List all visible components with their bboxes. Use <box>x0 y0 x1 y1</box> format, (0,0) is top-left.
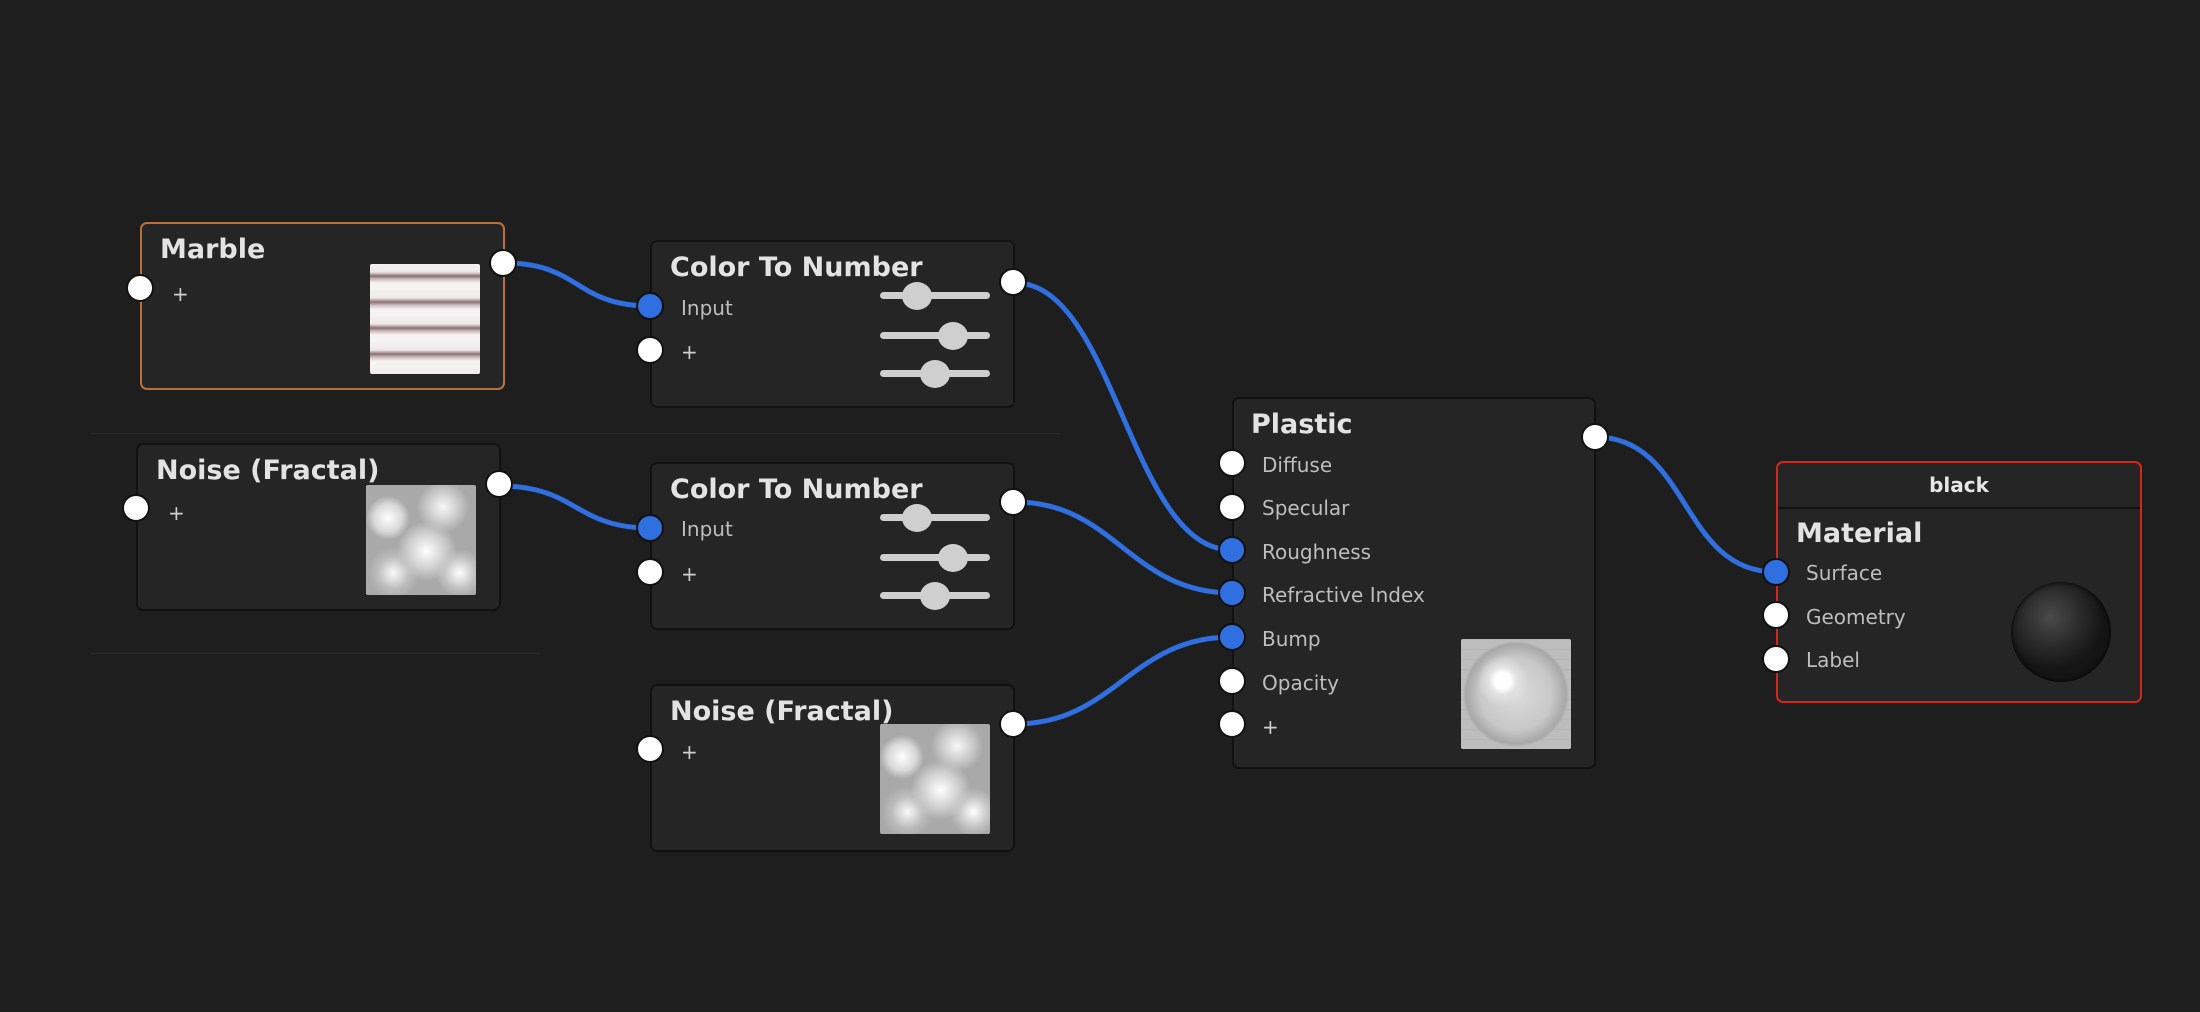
node-title: Plastic <box>1251 409 1353 440</box>
noise-1-add-input-port[interactable] <box>122 494 150 522</box>
plastic-opacity-port[interactable] <box>1218 667 1246 695</box>
wire-color-to-number-2-to-refractive-index[interactable] <box>1014 499 1233 596</box>
plastic-diffuse-port[interactable] <box>1218 449 1246 477</box>
slider-knob[interactable] <box>902 282 932 310</box>
noise-1-output-port[interactable] <box>485 470 513 498</box>
material-name-header: black <box>1778 463 2140 509</box>
input-port-label: Input <box>681 517 733 541</box>
color-to-number-1-output-port[interactable] <box>999 268 1027 296</box>
marble-texture-thumbnail <box>370 264 480 374</box>
material-label-port[interactable] <box>1762 645 1790 673</box>
noise-texture-thumbnail <box>366 485 476 595</box>
marble-output-port[interactable] <box>489 249 517 277</box>
node-noise-fractal-1[interactable]: Noise (Fractal) + <box>136 443 501 611</box>
node-title: Marble <box>160 234 266 265</box>
noise-2-add-input-port[interactable] <box>636 735 664 763</box>
noise-2-output-port[interactable] <box>999 710 1027 738</box>
canvas-divider <box>90 433 1060 434</box>
node-color-to-number-1[interactable]: Color To Number Input + <box>650 240 1015 408</box>
add-input-label: + <box>681 740 698 764</box>
add-input-label: + <box>681 340 698 364</box>
input-port-label: Bump <box>1262 627 1321 651</box>
input-port-label: Geometry <box>1806 605 1906 629</box>
node-plastic[interactable]: Plastic Diffuse Specular Roughness Refra… <box>1232 397 1596 769</box>
input-port-label: Surface <box>1806 561 1883 585</box>
channel-slider-2[interactable] <box>880 540 990 576</box>
add-input-label: + <box>1262 715 1279 739</box>
plastic-output-port[interactable] <box>1581 423 1609 451</box>
slider-knob[interactable] <box>920 360 950 388</box>
plastic-bump-port[interactable] <box>1218 623 1246 651</box>
wire-color-to-number-1-to-roughness[interactable] <box>1014 280 1233 553</box>
channel-slider-2[interactable] <box>880 318 990 354</box>
add-input-label: + <box>172 282 189 306</box>
material-geometry-port[interactable] <box>1762 601 1790 629</box>
plastic-specular-port[interactable] <box>1218 493 1246 521</box>
input-port-label: Input <box>681 296 733 320</box>
noise-texture-thumbnail <box>880 724 990 834</box>
color-to-number-1-input-port[interactable] <box>636 292 664 320</box>
add-input-label: + <box>168 501 185 525</box>
slider-knob[interactable] <box>920 582 950 610</box>
node-title: Noise (Fractal) <box>156 455 380 486</box>
input-port-label: Diffuse <box>1262 453 1333 477</box>
channel-slider-1[interactable] <box>880 500 990 536</box>
plastic-sphere-thumbnail <box>1461 639 1571 749</box>
material-surface-port[interactable] <box>1762 558 1790 586</box>
node-title: Color To Number <box>670 474 923 505</box>
channel-slider-3[interactable] <box>880 578 990 614</box>
wire-noise-2-to-bump[interactable] <box>1014 634 1233 727</box>
node-noise-fractal-2[interactable]: Noise (Fractal) + <box>650 684 1015 852</box>
color-to-number-1-add-input-port[interactable] <box>636 336 664 364</box>
node-title: Noise (Fractal) <box>670 696 894 727</box>
channel-slider-3[interactable] <box>880 356 990 392</box>
color-to-number-2-input-port[interactable] <box>636 514 664 542</box>
node-title: Material <box>1796 518 1923 549</box>
marble-add-input-port[interactable] <box>126 274 154 302</box>
node-title: Color To Number <box>670 252 923 283</box>
plastic-refractive-index-port[interactable] <box>1218 579 1246 607</box>
node-color-to-number-2[interactable]: Color To Number Input + <box>650 462 1015 630</box>
wire-plastic-to-surface[interactable] <box>1594 434 1777 575</box>
slider-knob[interactable] <box>938 544 968 572</box>
wire-marble-to-color-to-number-1[interactable] <box>504 260 651 309</box>
add-input-label: + <box>681 562 698 586</box>
slider-knob[interactable] <box>902 504 932 532</box>
wire-noise-to-color-to-number-2[interactable] <box>500 483 651 531</box>
input-port-label: Refractive Index <box>1262 583 1425 607</box>
input-port-label: Roughness <box>1262 540 1372 564</box>
plastic-roughness-port[interactable] <box>1218 536 1246 564</box>
node-material[interactable]: black Material Surface Geometry Label <box>1776 461 2142 703</box>
color-to-number-2-add-input-port[interactable] <box>636 558 664 586</box>
node-marble[interactable]: Marble + <box>140 222 505 390</box>
input-port-label: Opacity <box>1262 671 1339 695</box>
plastic-add-input-port[interactable] <box>1218 710 1246 738</box>
slider-knob[interactable] <box>938 322 968 350</box>
canvas-divider <box>90 653 540 654</box>
input-port-label: Label <box>1806 648 1860 672</box>
color-to-number-2-output-port[interactable] <box>999 488 1027 516</box>
black-sphere-thumbnail <box>2011 582 2111 682</box>
channel-slider-1[interactable] <box>880 278 990 314</box>
input-port-label: Specular <box>1262 496 1350 520</box>
